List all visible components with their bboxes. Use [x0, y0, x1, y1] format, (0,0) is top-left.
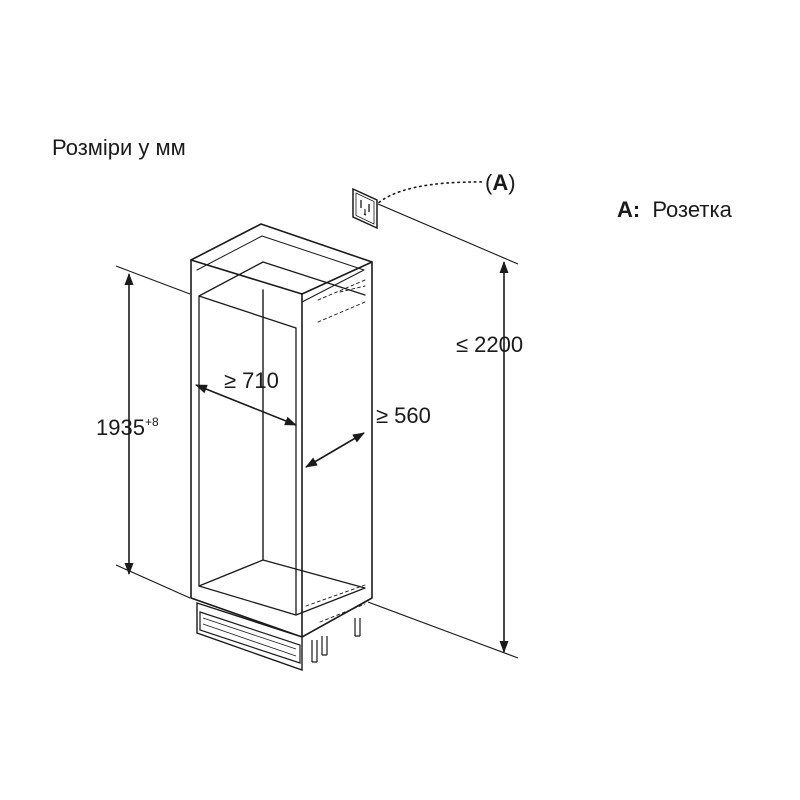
legend-text: Розетка	[652, 197, 732, 222]
cabinet-plinth	[196, 602, 361, 671]
electrical-socket-icon	[352, 187, 378, 230]
callout-open: (	[485, 170, 493, 195]
legend-key: A:	[617, 197, 640, 222]
page-title: Розміри у мм	[52, 135, 186, 160]
height-tolerance: +8	[145, 415, 159, 429]
depth-label: ≥ 560	[376, 403, 431, 428]
callout-letter: A	[492, 170, 508, 195]
socket-callout-label: (A)	[485, 170, 516, 195]
legend-entry: A: Розетка	[617, 197, 733, 222]
cabinet-niche	[190, 223, 373, 638]
depth-arrow	[305, 432, 365, 468]
max-height-label: ≤ 2200	[456, 332, 523, 357]
height-top-extension	[115, 265, 191, 295]
width-label: ≥ 710	[224, 368, 279, 393]
callout-close: )	[508, 170, 515, 195]
callout-leader	[374, 181, 485, 207]
width-arrow	[195, 384, 297, 426]
height-value: 1935	[96, 415, 145, 440]
height-label: 1935+8	[96, 415, 159, 440]
max-height-top-extension	[377, 203, 519, 265]
max-height-bottom-extension	[367, 601, 519, 659]
height-bottom-extension	[115, 564, 191, 599]
